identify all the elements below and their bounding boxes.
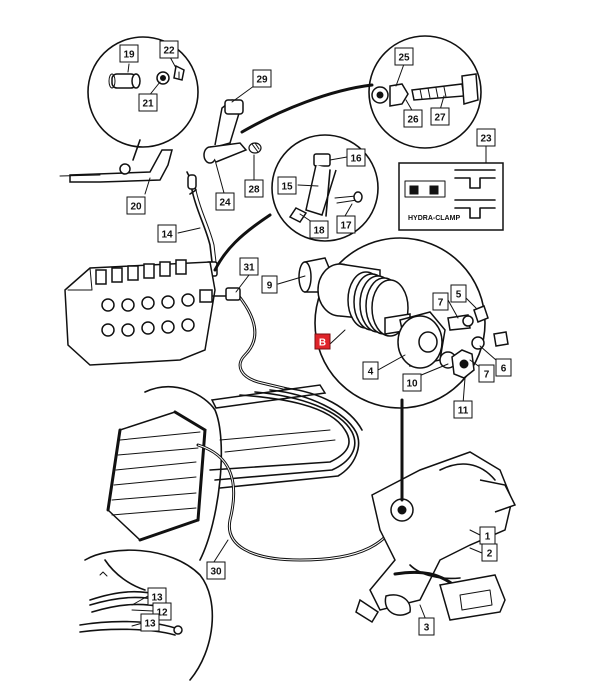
detail-circle-bolt [368, 35, 482, 149]
callout-26: 26 [403, 109, 423, 128]
svg-text:25: 25 [398, 53, 410, 64]
callout-B-highlight: B [314, 333, 331, 350]
callout-15: 15 [277, 176, 297, 195]
callout-13-bottom: 13 [140, 613, 160, 632]
svg-text:29: 29 [256, 75, 268, 86]
callout-17: 17 [336, 215, 356, 234]
svg-text:21: 21 [142, 99, 154, 110]
svg-text:28: 28 [248, 185, 260, 196]
callout-3: 3 [418, 617, 435, 636]
svg-text:31: 31 [243, 263, 255, 274]
svg-text:15: 15 [281, 182, 293, 193]
svg-text:22: 22 [163, 46, 175, 57]
svg-text:30: 30 [210, 567, 222, 578]
callout-6: 6 [495, 358, 512, 377]
svg-text:4: 4 [368, 367, 374, 378]
callout-4: 4 [362, 361, 379, 380]
callout-19: 19 [119, 44, 139, 63]
svg-text:23: 23 [480, 134, 492, 145]
detail-circle-pin [87, 36, 199, 161]
axle-bracket [355, 398, 517, 624]
svg-text:5: 5 [456, 290, 462, 301]
callout-2: 2 [481, 543, 498, 562]
callout-24: 24 [215, 192, 235, 211]
hose-31 [225, 287, 302, 394]
svg-text:17: 17 [340, 221, 352, 232]
valve-bank [64, 259, 233, 366]
callout-28: 28 [244, 179, 264, 198]
decal-text: HYDRA-CLAMP [408, 215, 460, 222]
callout-10: 10 [402, 373, 422, 392]
svg-text:20: 20 [130, 202, 142, 213]
decal-hydra-clamp: HYDRA-CLAMP [398, 162, 504, 231]
callout-30: 30 [206, 561, 226, 580]
callout-1: 1 [479, 526, 496, 545]
svg-text:27: 27 [434, 113, 446, 124]
callout-29: 29 [252, 69, 272, 88]
svg-text:11: 11 [458, 406, 469, 417]
svg-text:7: 7 [438, 298, 444, 309]
callout-7-top: 7 [432, 292, 449, 311]
callout-9: 9 [261, 275, 278, 294]
callout-23: 23 [476, 128, 496, 147]
lever-assembly [59, 98, 262, 286]
callout-11: 11 [453, 400, 473, 419]
callout-22: 22 [159, 40, 179, 59]
svg-text:9: 9 [267, 281, 273, 292]
detail-circle-cylinder [298, 237, 509, 409]
leader-lines [127, 56, 497, 627]
svg-text:18: 18 [313, 226, 325, 237]
callout-31: 31 [239, 257, 259, 276]
detail-circle-clamp [213, 134, 379, 272]
svg-text:19: 19 [123, 50, 135, 61]
svg-text:14: 14 [161, 230, 173, 241]
callout-7-bottom: 7 [478, 364, 495, 383]
callout-14: 14 [157, 224, 177, 243]
callout-20: 20 [126, 196, 146, 215]
connector-line [240, 83, 374, 134]
svg-text:6: 6 [501, 364, 507, 375]
svg-text:10: 10 [406, 379, 418, 390]
svg-text:2: 2 [487, 549, 493, 560]
svg-text:12: 12 [156, 608, 168, 619]
hose-30 [196, 443, 404, 562]
callout-18: 18 [309, 220, 329, 239]
svg-text:3: 3 [424, 623, 430, 634]
svg-text:26: 26 [407, 115, 419, 126]
callout-16: 16 [346, 148, 366, 167]
svg-text:13: 13 [151, 593, 163, 604]
svg-text:16: 16 [350, 154, 362, 165]
callout-27: 27 [430, 107, 450, 126]
callout-21: 21 [138, 93, 158, 112]
svg-text:B: B [319, 338, 326, 349]
callout-13-top: 13 [147, 587, 167, 606]
svg-text:24: 24 [219, 198, 231, 209]
callout-25: 25 [394, 47, 414, 66]
svg-text:1: 1 [485, 532, 491, 543]
svg-text:7: 7 [484, 370, 490, 381]
pipe-bracket [209, 384, 363, 489]
svg-text:13: 13 [144, 619, 156, 630]
callout-5: 5 [450, 284, 467, 303]
detail-circle-frame [106, 386, 223, 561]
